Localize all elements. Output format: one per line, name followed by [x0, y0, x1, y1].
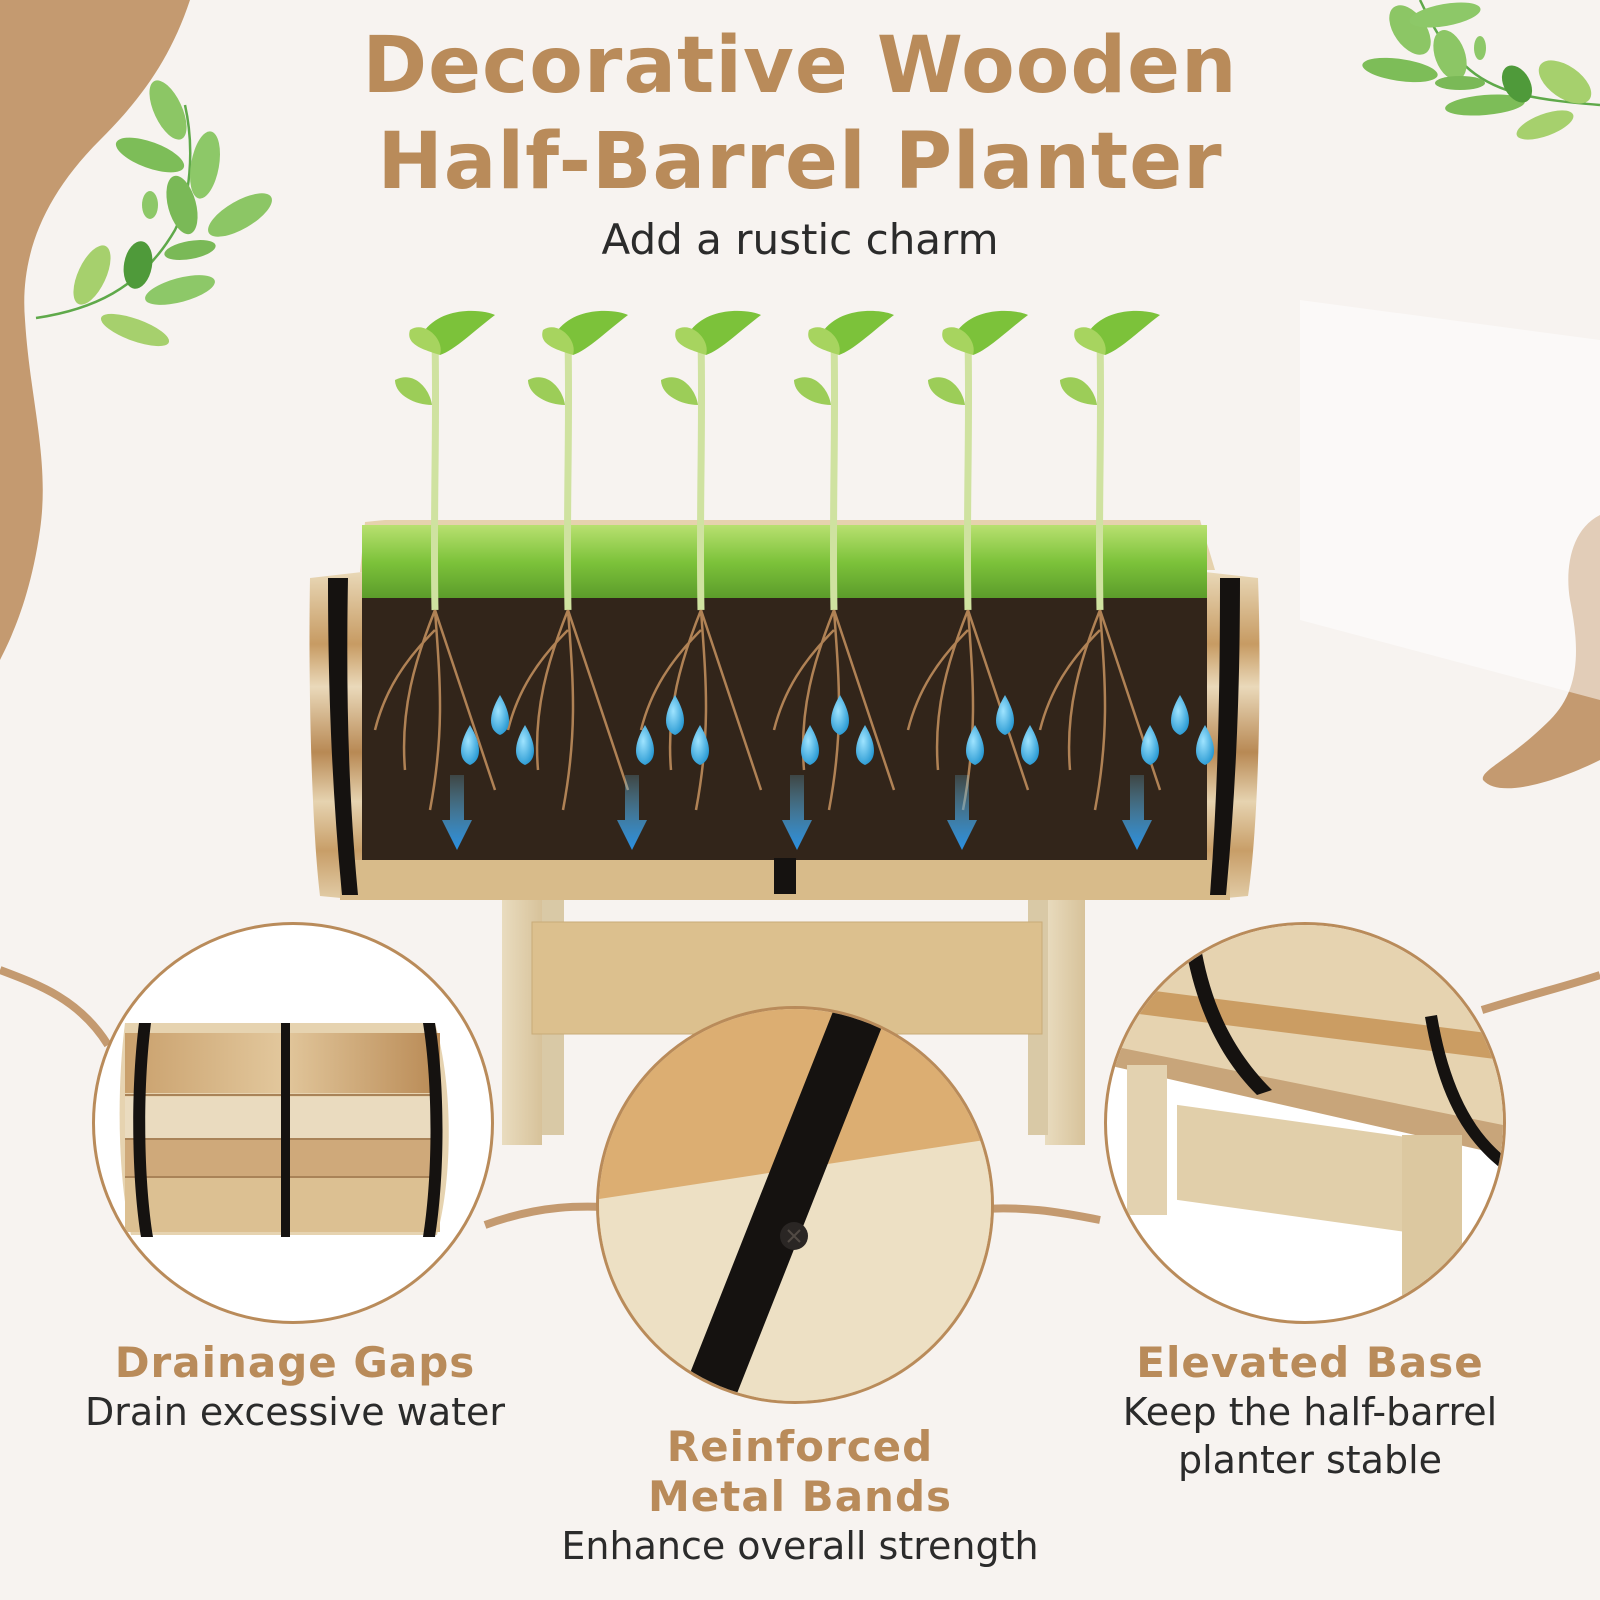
leaf-sprig-left-icon	[35, 80, 272, 347]
metal-band-center	[774, 858, 796, 894]
drain-arrow-icon	[617, 775, 647, 850]
leaf-sprig-right-icon	[1362, 0, 1600, 140]
planter-product-image	[300, 310, 1290, 1160]
drain-arrow-icon	[947, 775, 977, 850]
metal-band-right	[1425, 1015, 1503, 1170]
subtitle: Add a rustic charm	[601, 215, 999, 264]
metal-band-left	[1187, 953, 1272, 1095]
metal-band-right	[1210, 578, 1240, 895]
detail-circle-metal-band	[596, 1006, 994, 1404]
metal-band-strip	[679, 1009, 889, 1401]
feature-title-line-1: Reinforced	[666, 1422, 934, 1471]
drain-arrow-icon	[1122, 775, 1152, 850]
metal-band-right	[423, 1023, 443, 1237]
metal-band-center	[281, 1023, 290, 1237]
arc-line-left	[0, 966, 112, 1048]
feature-description: Drain excessive water	[84, 1390, 506, 1434]
title-line-2: Half-Barrel Planter	[377, 117, 1223, 207]
plant-seedlings	[373, 310, 1162, 811]
grass-layer	[362, 525, 1207, 600]
drain-arrow-icon	[442, 775, 472, 850]
feature-metal-bands: Reinforced Metal Bands Enhance overall s…	[520, 1422, 1080, 1570]
metal-band-left	[133, 1023, 153, 1237]
detail-circle-drainage	[92, 922, 494, 1324]
feature-title-line-2: Metal Bands	[647, 1472, 953, 1521]
page-title: Decorative Wooden Half-Barrel Planter	[0, 18, 1600, 210]
feature-description: Enhance overall strength	[561, 1524, 1039, 1568]
feature-description-line-1: Keep the half-barrel	[1122, 1390, 1498, 1434]
arc-line-right	[1480, 971, 1600, 1014]
feature-title: Drainage Gaps	[114, 1338, 476, 1387]
feature-drainage-gaps: Drainage Gaps Drain excessive water	[40, 1338, 550, 1436]
metal-band-left	[328, 578, 358, 895]
feature-description-line-2: planter stable	[1177, 1438, 1443, 1482]
left-blob-shape	[0, 0, 190, 660]
water-drop-icons	[442, 695, 1214, 850]
drain-arrow-icon	[782, 775, 812, 850]
feature-title: Elevated Base	[1136, 1338, 1484, 1387]
feature-elevated-base: Elevated Base Keep the half-barrel plant…	[1060, 1338, 1560, 1484]
detail-circle-base	[1104, 922, 1506, 1324]
title-line-1: Decorative Wooden	[362, 21, 1238, 111]
